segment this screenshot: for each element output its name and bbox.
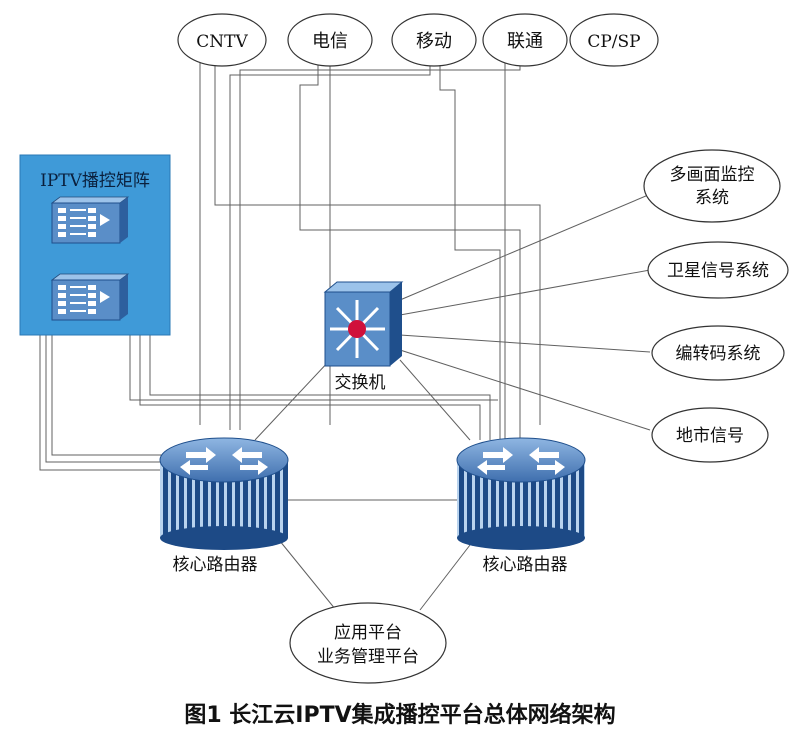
switch-label: 交换机 xyxy=(335,373,386,393)
router-right-label: 核心路由器 xyxy=(483,555,568,575)
router-left-label: 核心路由器 xyxy=(173,555,258,575)
source-nodes: CNTV 电信 移动 联通 CP/SP xyxy=(177,13,659,67)
source-label-mobile: 移动 xyxy=(416,31,452,52)
system-label-line2: 系统 xyxy=(695,188,729,208)
system-label: 卫星信号系统 xyxy=(667,261,769,281)
switch: 交换机 xyxy=(323,281,404,393)
router-right: 核心路由器 xyxy=(456,437,586,575)
source-cntv: CNTV xyxy=(177,13,267,67)
router-arrows-icon xyxy=(180,447,268,475)
source-cpsp: CP/SP xyxy=(569,13,659,67)
router-arrows-icon xyxy=(477,447,565,475)
switch-center-icon xyxy=(348,320,366,338)
source-label-telecom: 电信 xyxy=(312,31,348,52)
system-city-signal: 地市信号 xyxy=(651,407,769,463)
figure-caption: 图1 长江云IPTV集成播控平台总体网络架构 xyxy=(184,703,616,728)
platform-node: 应用平台 业务管理平台 xyxy=(289,602,447,684)
system-label-line1: 多画面监控 xyxy=(670,165,755,185)
platform-line2: 业务管理平台 xyxy=(317,647,419,667)
matrix-title: IPTV播控矩阵 xyxy=(40,171,150,191)
matrix-unit-icon xyxy=(50,273,130,321)
source-label-unicom: 联通 xyxy=(507,31,543,52)
system-label: 地市信号 xyxy=(676,426,744,446)
system-multi-monitor: 多画面监控 系统 xyxy=(643,149,781,223)
source-label-cntv: CNTV xyxy=(196,32,248,52)
system-label: 编转码系统 xyxy=(676,344,761,364)
system-satellite: 卫星信号系统 xyxy=(647,241,789,299)
system-nodes: 多画面监控 系统 卫星信号系统 编转码系统 地市信号 xyxy=(643,149,789,463)
source-telecom: 电信 xyxy=(287,13,373,67)
matrix-unit-icon xyxy=(50,196,130,244)
source-unicom: 联通 xyxy=(482,13,568,67)
source-label-cpsp: CP/SP xyxy=(587,32,640,52)
platform-line1: 应用平台 xyxy=(334,623,402,643)
source-mobile: 移动 xyxy=(391,13,477,67)
router-left: 核心路由器 xyxy=(159,437,289,575)
system-transcode: 编转码系统 xyxy=(651,325,785,381)
iptv-matrix: IPTV播控矩阵 xyxy=(19,154,171,336)
